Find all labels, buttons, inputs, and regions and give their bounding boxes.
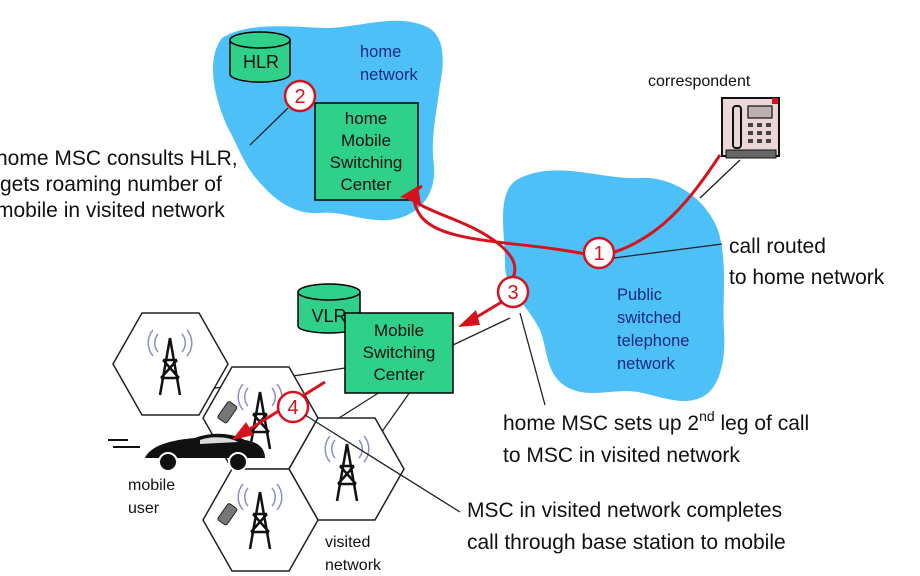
svg-text:1: 1 [593, 243, 604, 265]
arrow-head-home-msc [400, 186, 421, 204]
step-4-text-line1: MSC in visited network completes [467, 499, 782, 522]
step-4-marker: 4 [276, 390, 310, 424]
step-1-text-line1: call routed [729, 235, 826, 258]
home-msc-line2: Mobile [341, 131, 391, 150]
step-2-text-line2: gets roaming number of [0, 173, 222, 196]
mobile-user-line1: mobile [128, 477, 175, 494]
hlr-database-icon [229, 31, 291, 83]
call-path-to-visited-msc [474, 298, 506, 320]
call-path-home-msc-to-visited [404, 193, 517, 281]
cellphone-icon [217, 503, 238, 526]
arrow-head-mobile [232, 422, 254, 440]
car-icon [108, 433, 265, 472]
visited-network-line2: network [325, 557, 382, 574]
home-network-label-2: network [360, 66, 419, 84]
step-1-callout [613, 243, 723, 259]
pstn-line1: Public [617, 286, 662, 304]
hlr-label: HLR [243, 52, 279, 72]
pstn-cloud [503, 170, 725, 402]
arrow-head-visited-msc [458, 310, 480, 327]
cell-hex-1 [112, 312, 229, 416]
vlr-label: VLR [311, 306, 346, 326]
pstn-line2: switched [617, 309, 681, 327]
svg-text:2: 2 [294, 86, 305, 108]
svg-text:3: 3 [507, 282, 518, 304]
step-4-text-line2: call through base station to mobile [467, 531, 786, 554]
home-network-label-1: home [360, 43, 401, 61]
step-2-callout [249, 107, 289, 146]
telephone-icon [721, 97, 780, 159]
step-3-callout [519, 312, 546, 406]
home-msc-line4: Center [340, 175, 391, 194]
cell-tower-icon [237, 483, 283, 550]
home-msc-line1: home [345, 109, 388, 128]
pstn-line4: network [617, 355, 676, 373]
step-3-text-line2: to MSC in visited network [503, 444, 740, 467]
visited-msc-to-pstn-line [452, 317, 511, 346]
step-2-text-line1: home MSC consults HLR, [0, 147, 238, 170]
cellphone-icon [217, 401, 238, 424]
pstn-to-phone-line [699, 159, 741, 199]
visited-msc-line2: Switching [363, 343, 436, 362]
visited-msc-line3: Center [373, 365, 424, 384]
step-3-text-line1: home MSC sets up 2nd leg of call [503, 408, 809, 435]
step-1-text-line2: to home network [729, 266, 885, 289]
cell-tower-icon [147, 329, 193, 396]
home-msc-line3: Switching [330, 153, 403, 172]
correspondent-label: correspondent [648, 73, 751, 90]
step-3-marker: 3 [496, 275, 530, 309]
mobile-user-line2: user [128, 500, 160, 517]
step-2-text-line3: mobile in visited network [0, 199, 225, 222]
cell-tower-icon [324, 435, 370, 502]
step-4-callout [304, 414, 461, 513]
svg-text:4: 4 [287, 397, 298, 419]
visited-network-line1: visited [325, 534, 370, 551]
visited-msc-box [344, 312, 454, 394]
home-msc-box [314, 102, 419, 201]
step-1-marker: 1 [582, 236, 616, 270]
call-path-phone-to-pstn [604, 154, 722, 257]
visited-msc-line1: Mobile [374, 321, 424, 340]
step-2-marker: 2 [283, 79, 317, 113]
pstn-line3: telephone [617, 332, 690, 350]
